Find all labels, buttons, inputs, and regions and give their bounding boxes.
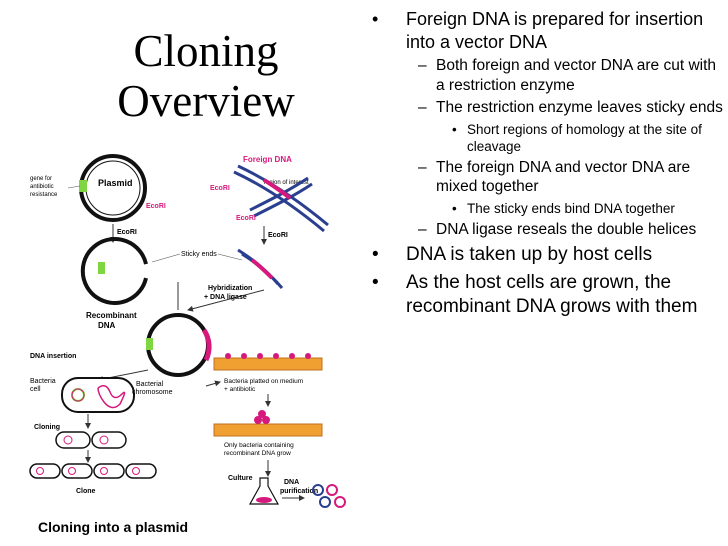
recombinant-dna-label: DNA <box>98 321 116 330</box>
purified-plasmids <box>312 484 346 508</box>
bullet-3: •As the host cells are grown, the recomb… <box>372 272 698 317</box>
cloning-diagram: Plasmid EcoRI gene for antibiotic resist… <box>29 154 346 535</box>
bacterium-cell <box>61 377 135 413</box>
antibiotic-label: + antibiotic <box>224 386 256 393</box>
chromosome-label: chromosome <box>132 389 173 396</box>
foreign-dna-label: Foreign DNA <box>243 155 292 164</box>
only-bacteria-label: Only bacteria containing <box>224 442 294 449</box>
culture-label: Culture <box>228 475 253 482</box>
sub-bullet-1-1: –Both foreign and vector DNA are cut wit… <box>418 57 717 94</box>
sticky-ends-label: Sticky ends <box>181 251 217 258</box>
bullet-2: •DNA is taken up by host cells <box>372 244 653 265</box>
cell-label: cell <box>30 386 41 393</box>
plate-medium-2 <box>213 423 323 437</box>
bacteria-label: Bacteria <box>30 378 56 385</box>
plasmid-label: Plasmid <box>98 178 133 188</box>
cut-plasmid <box>80 237 148 305</box>
insertion-label: DNA insertion <box>30 353 76 360</box>
clone-label: Clone <box>76 488 96 495</box>
recombinant-marker <box>146 338 153 350</box>
plated-label: Bacteria platted on medium <box>224 378 303 385</box>
flask-icon <box>248 477 280 505</box>
cloning-label: Cloning <box>34 424 60 431</box>
dash-marker: – <box>418 158 427 176</box>
purification-label-1: DNA <box>284 479 299 486</box>
gene-label-3: resistance <box>30 192 58 198</box>
bullet-marker: • <box>452 121 457 137</box>
bullet-marker: • <box>452 200 457 216</box>
resistance-gene-marker <box>79 180 87 192</box>
bacterial-label: Bacterial <box>136 381 164 388</box>
foreign-dna-group: Foreign DNA region of interest EcoRI Eco… <box>210 155 329 233</box>
gene-label-2: antibiotic <box>30 184 54 190</box>
dash-marker: – <box>418 99 427 116</box>
sub-sub-bullet-1-2-1: •Short regions of homology at the site o… <box>452 121 702 154</box>
bullet-marker: • <box>372 9 379 29</box>
hybridization-label: Hybridization <box>208 285 252 292</box>
colony-row-1 <box>225 353 311 359</box>
ecori-cut-label-2: EcoRI <box>268 232 288 239</box>
grow-label: recombinant DNA grow <box>224 450 291 457</box>
dash-marker: – <box>418 220 427 238</box>
sub-bullet-1-3: –The foreign DNA and vector DNA are mixe… <box>418 158 691 196</box>
plasmid-group: Plasmid EcoRI gene for antibiotic resist… <box>30 154 166 222</box>
flask-content <box>256 497 272 503</box>
plate-medium-1 <box>213 357 323 371</box>
purification-label-2: purification <box>280 488 318 495</box>
recombinant-label: Recombinant <box>86 311 137 320</box>
bullet-1: •Foreign DNA is prepared for insertion i… <box>372 9 704 52</box>
gene-label-1: gene for <box>30 176 52 182</box>
title-line-1: Cloning <box>133 26 279 76</box>
region-label: region of interest <box>264 180 309 186</box>
sub-bullet-1-2: –The restriction enzyme leaves sticky en… <box>418 99 723 116</box>
ecori-foreign-2: EcoRI <box>236 215 256 222</box>
clone-cells <box>29 463 157 479</box>
sub-sub-bullet-1-3-1: •The sticky ends bind DNA together <box>452 200 675 216</box>
ligase-label: + DNA ligase <box>204 294 247 301</box>
ecori-foreign-1: EcoRI <box>210 185 230 192</box>
ecori-cut-label: EcoRI <box>117 229 137 236</box>
diagram-caption: Cloning into a plasmid <box>38 519 188 535</box>
dividing-cells <box>55 431 127 449</box>
cut-plasmid-marker <box>98 262 105 274</box>
title-line-2: Overview <box>117 76 295 126</box>
recombinant-plasmid <box>146 313 210 377</box>
sub-bullet-1-4: –DNA ligase reseals the double helices <box>418 220 697 238</box>
bullet-list: •Foreign DNA is prepared for insertion i… <box>364 8 726 321</box>
bullet-marker: • <box>372 244 379 265</box>
ecori-label: EcoRI <box>146 203 166 210</box>
colony-cluster <box>254 410 270 424</box>
dash-marker: – <box>418 57 427 74</box>
bullet-marker: • <box>372 272 379 293</box>
slide-title: Cloning Overview <box>96 26 316 126</box>
